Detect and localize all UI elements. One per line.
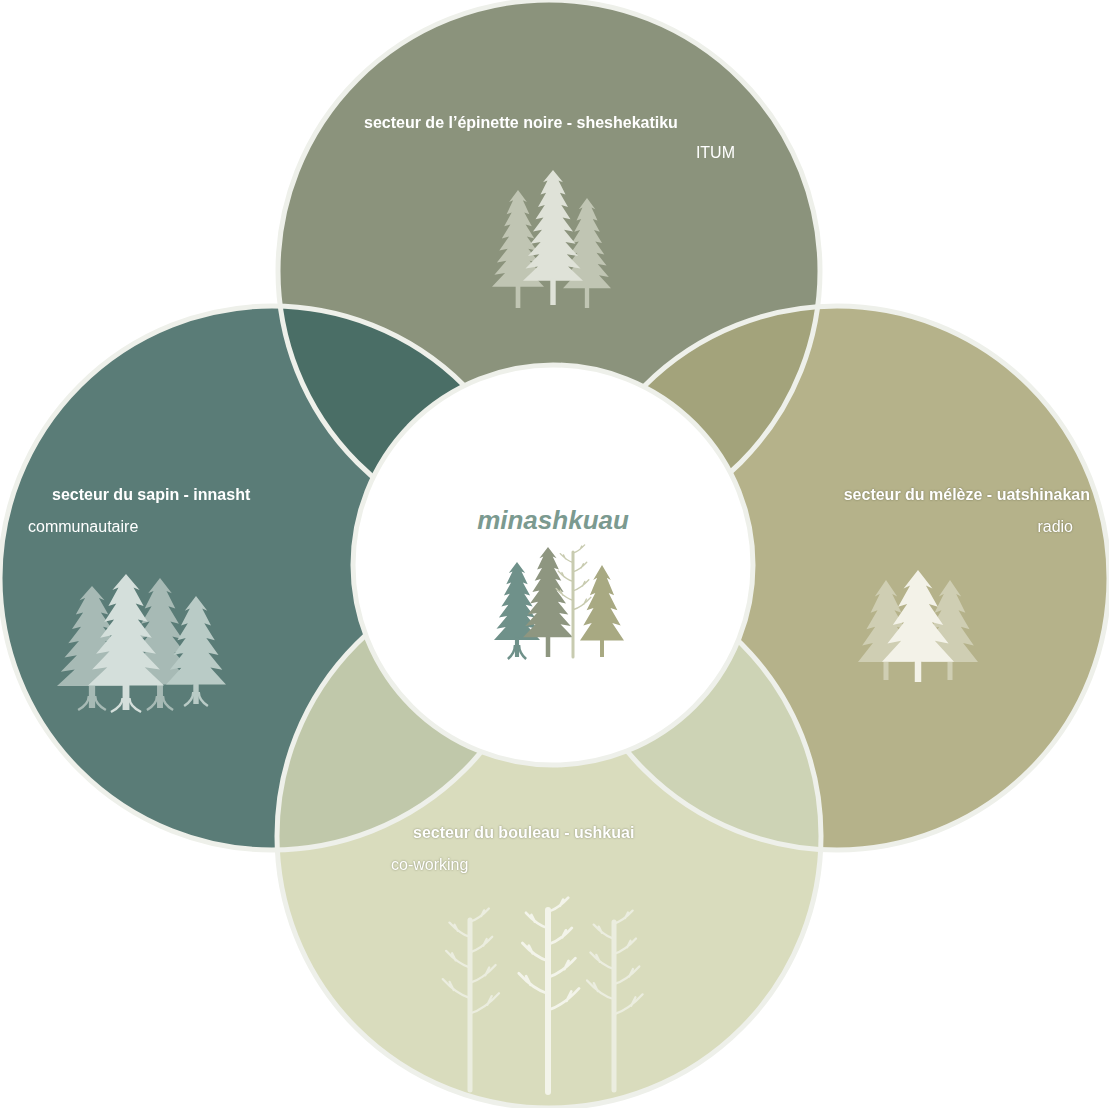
tree-trunk [550, 279, 555, 305]
birch-branch [614, 939, 636, 954]
circle-outline [278, 0, 820, 542]
birch-branch [548, 928, 572, 945]
text-anchor: secteur du bouleau - ushkuai [413, 823, 634, 842]
tree-illustrations [57, 170, 978, 1092]
tree-trunk [585, 286, 589, 308]
birch-branch [470, 993, 499, 1013]
birch-branch [449, 923, 470, 937]
tree-trunk [600, 638, 604, 657]
tree-trunk [516, 285, 521, 308]
birch-branch [519, 973, 548, 993]
circle-outline [353, 365, 753, 765]
circle-outline [277, 564, 821, 1108]
birch-branch [573, 580, 589, 591]
birch-trunk [468, 920, 473, 1090]
text-anchor: secteur de l’épinette noire - sheshekati… [364, 113, 678, 132]
birch-trunk [572, 552, 575, 657]
birch-branch [558, 571, 573, 581]
birch-branch [548, 958, 575, 977]
tree-roots [184, 692, 208, 706]
tree-roots [78, 696, 106, 710]
tree-roots [147, 696, 173, 710]
circle-fill [353, 365, 753, 765]
tree-crown [166, 596, 226, 685]
birch-branch [526, 913, 548, 928]
tree-roots [508, 645, 526, 659]
birch-branch [587, 980, 614, 999]
birch-trunk [545, 910, 551, 1092]
sector-title: secteur du bouleau - ushkuai [413, 823, 634, 842]
text-anchor: co-working [391, 855, 468, 874]
birch-branch [470, 965, 496, 983]
tree-crown [523, 547, 573, 637]
text-anchor: communautaire [28, 517, 138, 536]
text-anchor: secteur du mélèze - uatshinakan [844, 485, 1090, 504]
tree-trunk [157, 683, 163, 708]
birch-branch [573, 545, 585, 553]
text-anchor: ITUM [696, 143, 735, 162]
birch-branch [443, 979, 470, 998]
tree-trunk [123, 684, 130, 710]
tree-crown [523, 170, 583, 281]
sector-subtitle: communautaire [28, 517, 138, 536]
tree-trunk [546, 635, 551, 657]
tree-crown [882, 570, 954, 662]
tree-trunk [883, 660, 888, 680]
birch-branch [614, 966, 639, 984]
birch-trunk [612, 922, 617, 1090]
birch-branch [446, 951, 470, 968]
birch-branch [522, 943, 548, 961]
tree-trunk [915, 660, 921, 682]
birch-branch [548, 988, 579, 1010]
birch-branch [573, 562, 587, 572]
birch-branch [470, 937, 492, 953]
birch-branch [614, 911, 633, 924]
sector-subtitle: co-working [391, 855, 468, 874]
sector-title: secteur de l’épinette noire - sheshekati… [364, 113, 678, 132]
birch-branch [470, 908, 489, 921]
sector-title: secteur du sapin - innasht [52, 485, 250, 504]
sector-subtitle: radio [1037, 517, 1073, 536]
tree-trunk [947, 660, 952, 680]
birch-branch [590, 952, 614, 969]
tree-roots [111, 698, 141, 712]
tree-crown [580, 565, 624, 640]
birch-branch [548, 898, 568, 912]
birch-branch [594, 925, 614, 939]
sector-subtitle: ITUM [696, 143, 735, 162]
birch-branch [614, 994, 643, 1014]
tree-crown [88, 574, 164, 686]
birch-branch [560, 554, 573, 563]
birch-branch [556, 588, 573, 600]
text-anchor: radio [1037, 517, 1073, 536]
sector-title: secteur du mélèze - uatshinakan [844, 485, 1090, 504]
text-anchor: secteur du sapin - innasht [52, 485, 250, 504]
